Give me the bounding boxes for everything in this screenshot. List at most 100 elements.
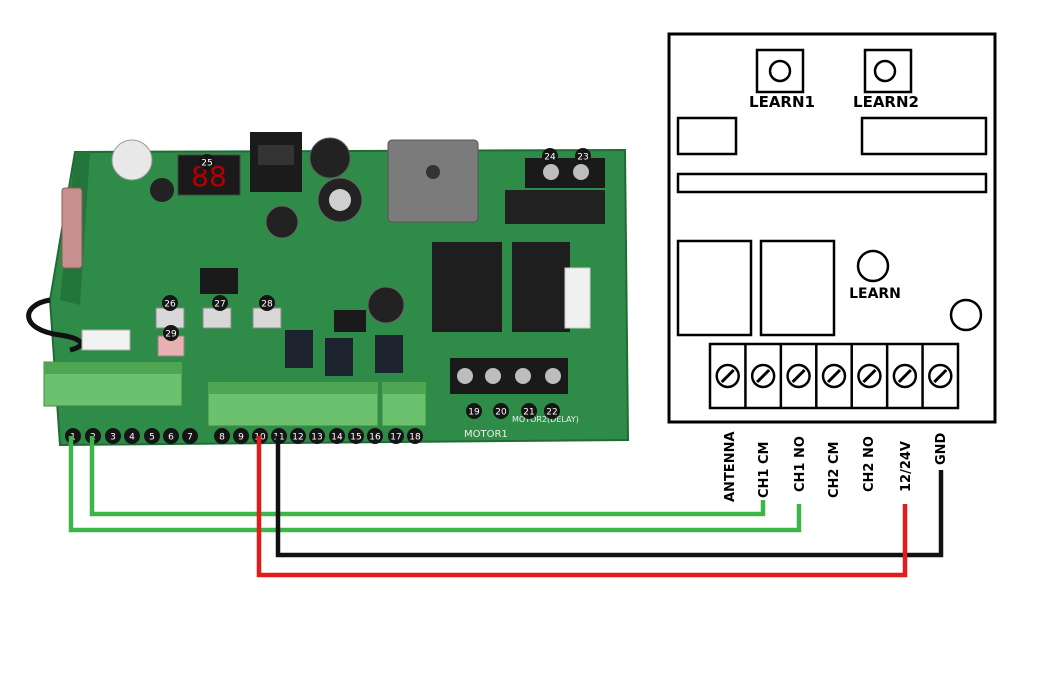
receiver-module: LEARN1 LEARN2 LEARN ANTENNA CH1 CM CH1 N… [667,32,997,502]
wires [68,436,944,578]
terminal-number-7: 7 [182,428,198,444]
motor2-label: MOTOR2(DELAY) [512,415,579,424]
green-wire-terminal1-ch1no [68,436,802,533]
ic-chip [334,310,366,332]
green-wire-terminal2-ch1cm [89,436,766,517]
capacitor [265,205,299,239]
svg-text:19: 19 [468,408,480,418]
svg-text:29: 29 [165,330,177,340]
relay [325,338,353,376]
relay [432,242,502,332]
capacitor [309,137,351,179]
svg-text:12: 12 [292,433,303,443]
svg-text:18: 18 [409,433,421,443]
terminal-label-ch1-no: CH1 NO [793,436,808,492]
screw-terminal-antenna[interactable] [715,363,740,389]
terminal-number-5: 5 [144,428,160,444]
terminal-number-26: 26 [162,295,178,311]
relay-outline [759,239,836,337]
terminal-label-ch2-cm: CH2 CM [827,442,842,498]
svg-text:7: 7 [187,433,193,443]
svg-text:4: 4 [129,433,135,443]
terminal-number-16: 16 [367,428,383,444]
terminal-number-23: 23 [575,148,591,164]
svg-text:15: 15 [350,433,361,443]
terminal-number-15: 15 [348,428,364,444]
capacitor [367,286,405,324]
terminal-label-gnd: GND [934,432,949,465]
terminal-block-middle [207,381,379,427]
svg-text:6: 6 [168,433,174,443]
learn2-button[interactable] [863,48,913,94]
relay [285,330,313,368]
terminal-number-4: 4 [124,428,140,444]
power-terminal-block [525,158,605,188]
svg-text:26: 26 [164,300,176,310]
terminal-number-27: 27 [212,295,228,311]
svg-text:16: 16 [369,433,381,443]
screw-terminal-gnd[interactable] [928,363,953,389]
terminal-number-24: 24 [542,148,558,164]
learn1-label: LEARN1 [749,93,815,111]
svg-text:20: 20 [495,408,507,418]
terminal-number-25: 25 [199,154,215,170]
terminal-number-3: 3 [105,428,121,444]
terminal-number-13: 13 [309,428,325,444]
terminal-number-22: 22 [544,403,560,419]
svg-text:5: 5 [149,433,155,443]
screw-terminal-ch2no[interactable] [857,363,882,389]
svg-text:25: 25 [201,159,212,169]
terminal-number-8: 8 [214,428,230,444]
learn-label: LEARN [849,286,901,302]
svg-text:17: 17 [390,433,401,443]
learn1-button[interactable] [755,48,805,94]
terminal-number-6: 6 [163,428,179,444]
relay [512,242,570,332]
terminal-label-12-24v: 12/24V [899,441,914,492]
terminal-block-right [381,381,427,427]
svg-text:23: 23 [577,153,588,163]
screw-terminal-ch2cm[interactable] [821,363,847,389]
black-wire-terminal11-gnd [275,436,944,558]
terminal-number-28: 28 [259,295,275,311]
screw-terminal-ch1no[interactable] [786,363,811,389]
component-block [676,116,738,156]
terminal-label-antenna: ANTENNA [723,431,738,502]
svg-text:8: 8 [219,433,225,443]
control-board: 88 [26,132,630,447]
capacitor [150,178,174,202]
terminal-number-12: 12 [290,428,306,444]
led-indicator [949,298,983,332]
motor1-label: MOTOR1 [464,429,508,440]
terminal-number-19: 19 [466,403,482,419]
component-block [860,116,988,156]
terminal-label-ch1-cm: CH1 CM [757,442,772,498]
component-strip [676,172,988,194]
capacitor [111,139,153,181]
red-wire-terminal10-12-24v [256,436,908,578]
svg-text:13: 13 [311,433,322,443]
svg-text:9: 9 [238,433,244,443]
svg-text:14: 14 [331,433,343,443]
learn-button[interactable] [856,249,890,283]
learn2-label: LEARN2 [853,93,919,111]
svg-text:28: 28 [261,300,273,310]
terminal-number-9: 9 [233,428,249,444]
svg-text:24: 24 [544,153,556,163]
screw-terminal-ch1cm[interactable] [750,363,776,389]
screw-terminal-v1224[interactable] [892,363,918,389]
terminal-number-14: 14 [329,428,345,444]
bridge-rectifier [387,139,479,223]
svg-text:22: 22 [546,408,557,418]
terminal-label-ch2-no: CH2 NO [862,436,877,492]
terminal-number-20: 20 [493,403,509,419]
terminal-number-17: 17 [388,428,404,444]
svg-text:21: 21 [523,408,534,418]
terminal-number-29: 29 [163,325,179,341]
ic-chip [200,268,238,294]
svg-text:3: 3 [110,433,116,443]
terminal-number-18: 18 [407,428,423,444]
relay [375,335,403,373]
